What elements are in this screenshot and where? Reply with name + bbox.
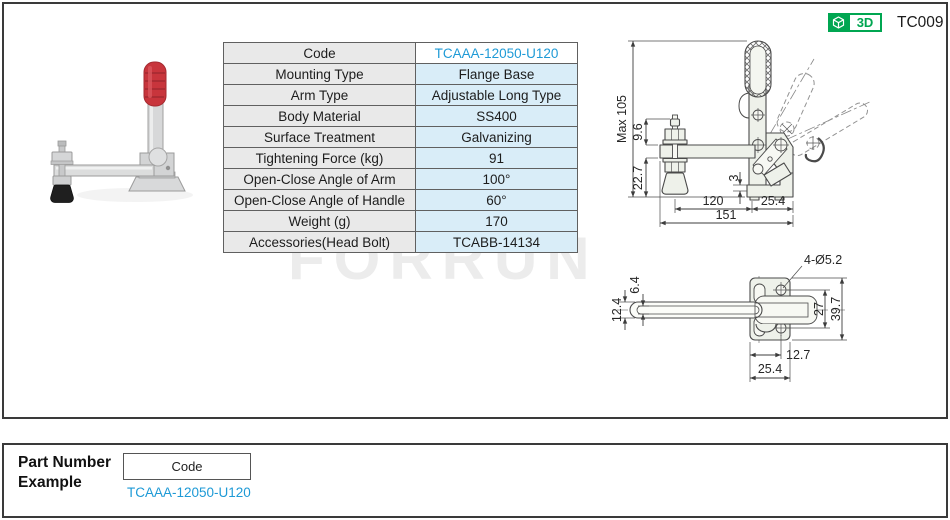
dim-arm-length: 120: [703, 194, 724, 208]
dim-base-lip: 3: [727, 174, 741, 181]
badge-3d-label: 3D: [848, 13, 882, 32]
table-row: Open-Close Angle of Arm 100°: [223, 168, 578, 190]
table-row: Weight (g) 170: [223, 210, 578, 232]
rubber-foot: [50, 184, 74, 203]
spec-value: 60°: [415, 189, 578, 211]
spec-value: 91: [415, 147, 578, 169]
spec-label: Tightening Force (kg): [223, 147, 416, 169]
cube-3d-icon: [828, 13, 848, 32]
table-row: Code TCAAA-12050-U120: [223, 42, 578, 64]
catalog-main-panel: FORRUN: [2, 2, 948, 419]
dim-hole-offset: 12.7: [786, 348, 810, 362]
title-line-1: Part Number: [18, 454, 112, 471]
spec-label: Surface Treatment: [223, 126, 416, 148]
spindle-bolt: [50, 140, 74, 203]
dim-max-height: Max 105: [615, 95, 629, 143]
dim-spindle-bottom: 22.7: [631, 166, 645, 190]
example-code-value[interactable]: TCAAA-12050-U120: [127, 485, 251, 500]
dim-spindle-top: 9.6: [631, 123, 645, 140]
table-row: Open-Close Angle of Handle 60°: [223, 189, 578, 211]
spec-value: 170: [415, 210, 578, 232]
spec-label: Code: [223, 42, 416, 64]
table-row: Accessories(Head Bolt) TCABB-14134: [223, 231, 578, 253]
dim-hole-spacing: 27: [812, 302, 826, 316]
red-handle-grip: [143, 61, 167, 107]
code-label-box: Code: [123, 453, 251, 480]
spec-label: Open-Close Angle of Arm: [223, 168, 416, 190]
dim-plate-height: 39.7: [829, 297, 843, 321]
spec-label: Accessories(Head Bolt): [223, 231, 416, 253]
spec-value: SS400: [415, 105, 578, 127]
side-view-drawing: Max 105 9.6 22.7 3 120 25.4 151: [615, 40, 873, 227]
product-photo: [50, 61, 193, 203]
clamp-body: [738, 84, 794, 201]
top-view-dimensions: 4-Ø5.2 27 39.7 12.7 25.4 12.4 6: [610, 253, 847, 382]
table-row: Mounting Type Flange Base: [223, 63, 578, 85]
spec-label: Body Material: [223, 105, 416, 127]
spec-value-code-link[interactable]: TCAAA-12050-U120: [415, 42, 578, 64]
table-row: Surface Treatment Galvanizing: [223, 126, 578, 148]
spec-label: Mounting Type: [223, 63, 416, 85]
spec-label: Weight (g): [223, 210, 416, 232]
spec-value: 100°: [415, 168, 578, 190]
dim-overall-length: 151: [716, 208, 737, 222]
spec-label: Arm Type: [223, 84, 416, 106]
arm-top-view: [629, 295, 818, 333]
spec-label: Open-Close Angle of Handle: [223, 189, 416, 211]
hold-down-hook: [804, 137, 825, 163]
spec-value: TCABB-14134: [415, 231, 578, 253]
spec-value: Galvanizing: [415, 126, 578, 148]
dim-mount-holes: 4-Ø5.2: [804, 253, 842, 267]
table-row: Tightening Force (kg) 91: [223, 147, 578, 169]
part-number-example-title: Part Number Example: [18, 453, 111, 493]
clamp-arm: [659, 114, 756, 195]
dim-plate-width: 25.4: [758, 362, 782, 376]
title-line-2: Example: [18, 474, 82, 491]
badge-3d[interactable]: 3D: [828, 13, 882, 32]
side-view-dimensions: Max 105 9.6 22.7 3 120 25.4 151: [615, 40, 794, 227]
table-row: Arm Type Adjustable Long Type: [223, 84, 578, 106]
spec-value: Adjustable Long Type: [415, 84, 578, 106]
part-number-example-panel: Part Number Example Code TCAAA-12050-U12…: [2, 443, 948, 518]
spec-table: Code TCAAA-12050-U120 Mounting Type Flan…: [223, 42, 578, 253]
handle-grip: [744, 40, 772, 98]
spec-value: Flange Base: [415, 63, 578, 85]
table-row: Body Material SS400: [223, 105, 578, 127]
page-code: TC009: [897, 14, 944, 31]
top-view-drawing: 4-Ø5.2 27 39.7 12.7 25.4 12.4 6: [610, 253, 847, 382]
dim-slot-width: 6.4: [628, 276, 642, 293]
dim-arm-width: 12.4: [610, 298, 624, 322]
dim-base-width: 25.4: [761, 194, 785, 208]
